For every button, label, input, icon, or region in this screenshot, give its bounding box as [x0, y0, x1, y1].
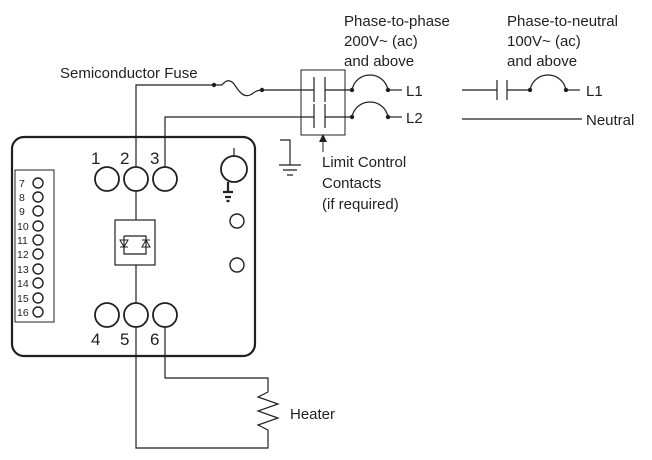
ground-terminal [220, 155, 248, 183]
pin-11: 11 [17, 234, 44, 247]
pin-13: 13 [17, 263, 44, 276]
limit-contacts-box [300, 69, 346, 136]
pin-circle-11 [32, 234, 44, 246]
phase-to-phase-line-2: 200V~ (ac) [344, 33, 418, 50]
wire-heater-bottom [135, 327, 269, 449]
pin-10: 10 [17, 220, 44, 233]
wire-ground [280, 139, 291, 165]
pin-circle-10 [32, 220, 44, 232]
aux-terminal-2 [229, 257, 245, 273]
l2-left-label: L2 [406, 110, 423, 127]
l1-right-label: L1 [586, 83, 603, 100]
pin-strip [14, 169, 55, 323]
terminal-4 [94, 302, 120, 328]
pin-16: 16 [17, 306, 44, 319]
ssr-triac-bars-icon [120, 239, 150, 248]
phase-to-neutral-line-3: and above [507, 53, 577, 70]
pin-circle-8 [32, 191, 44, 203]
fuse-icon [214, 80, 263, 97]
limit-label-line-1: Limit Control [322, 154, 406, 171]
switch-arc-l2-icon [351, 101, 389, 118]
pin-8: 8 [19, 191, 44, 204]
limit-label-line-2: Contacts [322, 175, 381, 192]
pin-label-8: 8 [19, 192, 25, 204]
fuse-node-left [211, 82, 217, 88]
limit-contact-1-icon [313, 77, 326, 102]
terminal-5 [123, 302, 149, 328]
phase-to-neutral-line-1: Phase-to-neutral [507, 13, 618, 30]
neutral-label: Neutral [586, 112, 634, 129]
pin-circle-14 [32, 277, 44, 289]
pin-label-9: 9 [19, 206, 25, 218]
wire-terminal-3 [164, 116, 308, 168]
terminal-number-5: 5 [120, 330, 129, 349]
pin-15: 15 [17, 292, 44, 305]
ssr-triac-icon [119, 238, 151, 249]
terminal-number-3: 3 [150, 149, 159, 168]
terminal-number-6: 6 [150, 330, 159, 349]
pin-list: 7 8 9 10 11 12 13 14 15 16 [17, 177, 44, 319]
wire-terminal-2 [135, 84, 214, 168]
pin-circle-12 [32, 248, 44, 260]
pin-label-15: 15 [17, 293, 29, 305]
terminal-6 [152, 302, 178, 328]
pin-label-7: 7 [19, 178, 25, 190]
phase-to-neutral-line-2: 100V~ (ac) [507, 33, 581, 50]
pin-circle-9 [32, 205, 44, 217]
terminal-number-2: 2 [120, 149, 129, 168]
aux-terminal-1 [229, 213, 245, 229]
pin-label-14: 14 [17, 278, 29, 290]
limit-contact-2-icon [313, 104, 326, 128]
pin-label-16: 16 [17, 307, 29, 319]
pin-label-13: 13 [17, 264, 29, 276]
pin-12: 12 [17, 248, 44, 261]
heater-label: Heater [290, 406, 335, 423]
phase-to-phase-line-1: Phase-to-phase [344, 13, 450, 30]
l1-left-label: L1 [406, 83, 423, 100]
limit-label-line-3: (if required) [322, 196, 399, 213]
pin-circle-15 [32, 292, 44, 304]
pin-label-10: 10 [17, 221, 29, 233]
controller-body [10, 135, 257, 358]
switch-arc-l1-right-icon [529, 74, 567, 91]
wire-heater-top [164, 327, 269, 392]
fuse-label: Semiconductor Fuse [60, 65, 198, 82]
switch-arc-l1-icon [351, 74, 389, 91]
terminal-1 [94, 166, 120, 192]
pin-circle-7 [32, 177, 44, 189]
ground-icon [279, 164, 301, 176]
heater-icon [256, 391, 280, 431]
pin-14: 14 [17, 277, 44, 290]
terminal-3 [152, 166, 178, 192]
ssr-box [114, 219, 156, 266]
pin-label-11: 11 [17, 235, 28, 247]
pin-label-12: 12 [17, 249, 29, 261]
terminal-2 [123, 166, 149, 192]
controller-ground-icon [223, 182, 233, 203]
terminal-number-4: 4 [91, 330, 100, 349]
limit-pointer-arrow-icon [319, 134, 327, 142]
pin-9: 9 [19, 205, 44, 218]
pin-circle-13 [32, 263, 44, 275]
pin-7: 7 [19, 177, 44, 190]
pin-circle-16 [32, 306, 44, 318]
contact-l1-right-icon [496, 80, 508, 100]
terminal-number-1: 1 [91, 149, 100, 168]
phase-to-phase-line-3: and above [344, 53, 414, 70]
